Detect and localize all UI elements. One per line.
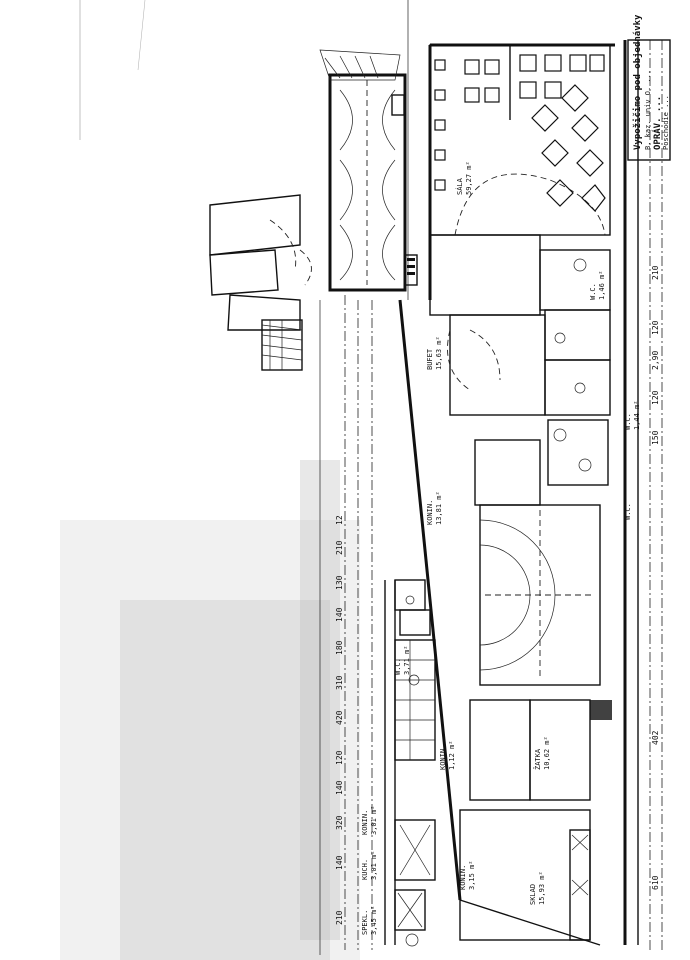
svg-text:1,46 m²: 1,46 m²: [598, 270, 606, 300]
vaulted-corridor: [319, 49, 418, 292]
svg-text:15,93 m²: 15,93 m²: [538, 871, 546, 905]
room-label-wc2: W.C.: [589, 283, 597, 300]
svg-text:140: 140: [335, 855, 344, 870]
room-label-wc3: W.C.: [624, 413, 632, 430]
svg-text:210: 210: [335, 910, 344, 925]
svg-text:320: 320: [335, 815, 344, 830]
svg-text:15,63 m²: 15,63 m²: [435, 336, 443, 370]
svg-text:59,27 m²: 59,27 m²: [465, 161, 473, 195]
svg-text:210: 210: [335, 540, 344, 555]
svg-text:3,15 m²: 3,15 m²: [468, 860, 476, 890]
dimension-axes: [319, 0, 663, 955]
room-label-konin3: KONIN.: [439, 745, 447, 770]
room-label-zatka: ŽATKA: [533, 748, 542, 770]
svg-text:130: 130: [335, 575, 344, 590]
room-label-kuchyna: KUCH.: [361, 859, 369, 880]
svg-text:210: 210: [651, 265, 660, 280]
svg-text:120: 120: [651, 390, 660, 405]
signature-label: OPRÁV. ...: [651, 96, 663, 150]
svg-text:3,71 m²: 3,71 m²: [403, 645, 411, 675]
annex-rooms: [209, 194, 312, 371]
stage-hall: [479, 504, 601, 686]
svg-text:140: 140: [335, 607, 344, 622]
room-label-sdbs: SPEKL.: [361, 910, 369, 935]
svg-text:140: 140: [335, 780, 344, 795]
svg-text:3,45 m²: 3,45 m²: [370, 905, 378, 935]
svg-text:2,90: 2,90: [651, 351, 660, 370]
dimension-labels-left: 210 140 320 140 120 420 310 180 140 130 …: [335, 515, 344, 925]
room-label-wc4: W.C.: [624, 503, 632, 520]
svg-text:180: 180: [335, 640, 344, 655]
stair-block: [394, 579, 436, 761]
central-rooms: [429, 234, 611, 506]
title-line-2: B. kaz. univ O. ...: [644, 70, 652, 150]
svg-text:120: 120: [651, 320, 660, 335]
svg-text:120: 120: [335, 750, 344, 765]
svg-text:1,12 m²: 1,12 m²: [448, 740, 456, 770]
svg-text:3,01 m²: 3,01 m²: [370, 850, 378, 880]
svg-text:310: 310: [335, 675, 344, 690]
svg-text:150: 150: [651, 430, 660, 445]
dimension-labels-right: 610 402 150 120 2,90 120 210: [651, 265, 660, 890]
lower-rooms: [394, 699, 612, 947]
svg-text:610: 610: [651, 875, 660, 890]
svg-text:420: 420: [335, 710, 344, 725]
drawing-note: Poschodie ...: [662, 95, 670, 150]
svg-text:3,01 m²: 3,01 m²: [370, 805, 378, 835]
svg-text:12: 12: [335, 515, 344, 525]
room-label-konin1: KONIN.: [426, 500, 434, 525]
room-label-wc1: W.C.: [394, 658, 402, 675]
svg-text:10,62 m²: 10,62 m²: [543, 736, 551, 770]
room-label-kanc: KONIN.: [361, 810, 369, 835]
svg-text:13,81 m²: 13,81 m²: [435, 491, 443, 525]
room-label-sala: SÁLA: [455, 177, 464, 195]
room-label-konin2: KONIN.: [459, 865, 467, 890]
title-line-1: Vypožičimo pod objednávky: [632, 14, 643, 150]
title-block: Vypožičimo pod objednávky B. kaz. univ O…: [627, 14, 671, 161]
svg-text:402: 402: [651, 730, 660, 745]
svg-text:1,44 m²: 1,44 m²: [633, 400, 641, 430]
room-label-sklad: SKLAD: [529, 884, 537, 905]
room-label-bufet: BUFET: [426, 348, 434, 370]
